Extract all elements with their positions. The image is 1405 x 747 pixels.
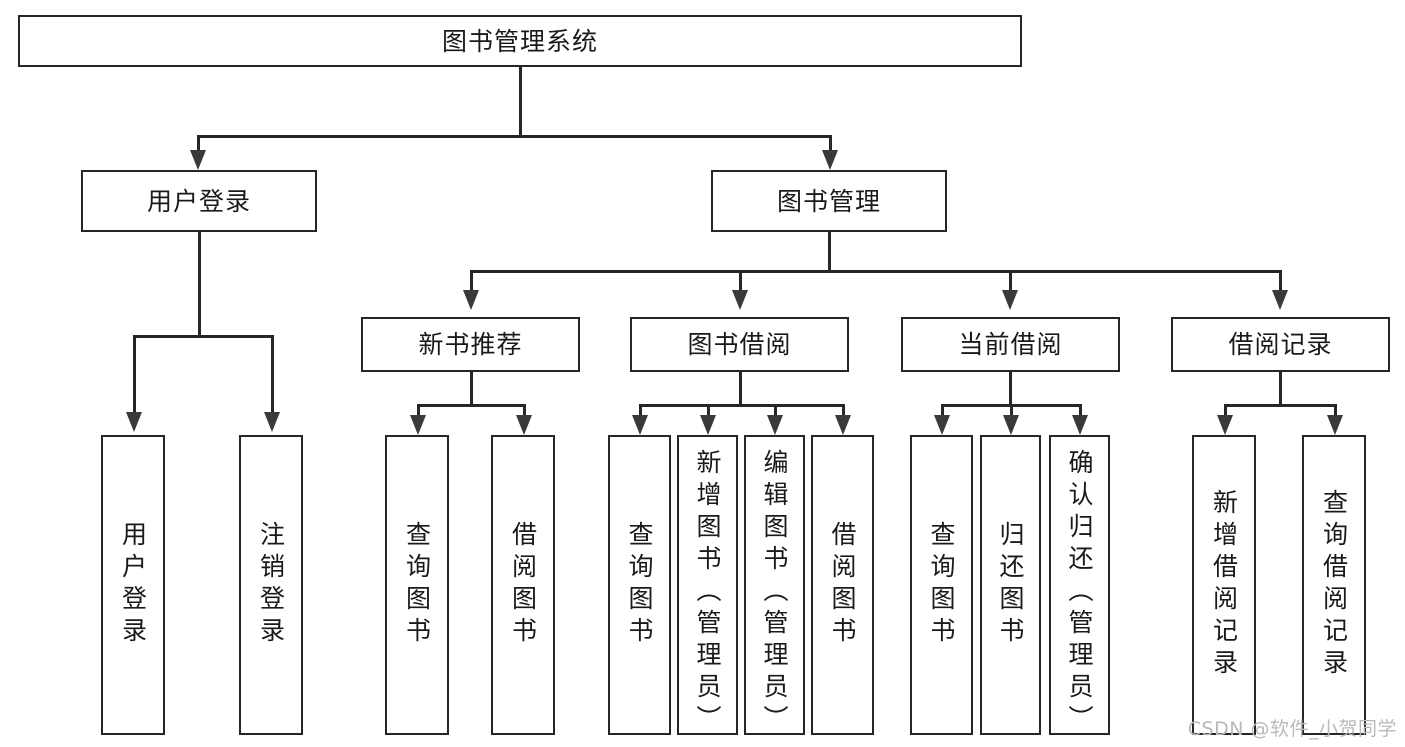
node-leaf-return-book[interactable]: 归还图书 xyxy=(980,435,1041,735)
node-label: 借阅图书 xyxy=(828,521,857,649)
connector-book-manage-to-book-borrow xyxy=(739,270,742,292)
connector-book-manage-bus xyxy=(470,270,1282,273)
arrowhead-root-to-user-login xyxy=(190,150,206,170)
arrowhead-current-borrow-to-leaf-2 xyxy=(1003,415,1019,435)
node-leaf-borrow-book[interactable]: 借阅图书 xyxy=(811,435,874,735)
node-label: 图书管理 xyxy=(776,186,881,216)
node-leaf-query-book-borrow[interactable]: 查询图书 xyxy=(608,435,671,735)
node-label: 图书借阅 xyxy=(687,330,792,359)
node-leaf-add-borrow-record[interactable]: 新增借阅记录 xyxy=(1192,435,1256,735)
arrowhead-user-login-to-leaf-1 xyxy=(126,412,142,432)
node-label: 编辑图书（管理员） xyxy=(760,449,789,737)
node-current-borrow[interactable]: 当前借阅 xyxy=(901,317,1120,372)
node-leaf-add-book[interactable]: 新增图书（管理员） xyxy=(677,435,738,737)
node-label: 确认归还（管理员） xyxy=(1065,449,1094,737)
connector-book-borrow-to-leaf-4 xyxy=(842,404,845,418)
node-leaf-user-login[interactable]: 用户登录 xyxy=(101,435,165,735)
node-leaf-confirm-return[interactable]: 确认归还（管理员） xyxy=(1049,435,1110,737)
arrowhead-user-login-to-leaf-2 xyxy=(264,412,280,432)
node-book-borrow[interactable]: 图书借阅 xyxy=(630,317,849,372)
connector-book-manage-to-current-borrow xyxy=(1009,270,1012,292)
arrowhead-root-to-book-manage xyxy=(822,150,838,170)
node-label: 借阅记录 xyxy=(1228,330,1333,359)
node-label: 查询借阅记录 xyxy=(1319,489,1349,681)
connector-book-borrow-to-leaf-1 xyxy=(639,404,642,418)
node-label: 借阅图书 xyxy=(508,521,538,649)
node-label: 新增借阅记录 xyxy=(1209,489,1239,681)
arrowhead-book-manage-to-current-borrow xyxy=(1002,290,1018,310)
connector-root-to-book-manage xyxy=(829,135,832,153)
connector-book-borrow-bus xyxy=(639,404,844,407)
node-root-book-management-system[interactable]: 图书管理系统 xyxy=(18,15,1022,67)
node-label: 用户登录 xyxy=(118,521,148,649)
node-label: 归还图书 xyxy=(996,521,1025,649)
connector-current-borrow-to-leaf-1 xyxy=(941,404,944,418)
connector-current-borrow-to-leaf-2 xyxy=(1010,404,1013,418)
node-leaf-logout-login[interactable]: 注销登录 xyxy=(239,435,303,735)
connector-user-login-to-leaf-2 xyxy=(271,335,274,415)
connector-borrow-record-to-leaf-1 xyxy=(1224,404,1227,418)
connector-new-book-to-leaf-2 xyxy=(523,404,526,418)
node-leaf-query-book-recommend[interactable]: 查询图书 xyxy=(385,435,449,735)
arrowhead-borrow-record-to-leaf-1 xyxy=(1217,415,1233,435)
connector-book-manage-to-new-book xyxy=(470,270,473,292)
node-leaf-edit-book[interactable]: 编辑图书（管理员） xyxy=(744,435,805,737)
arrowhead-new-book-to-leaf-1 xyxy=(410,415,426,435)
connector-user-login-bus xyxy=(133,335,273,338)
node-label: 新增图书（管理员） xyxy=(693,449,722,737)
connector-book-manage-to-borrow-record xyxy=(1279,270,1282,292)
arrowhead-book-borrow-to-leaf-2 xyxy=(700,415,716,435)
arrowhead-book-manage-to-borrow-record xyxy=(1272,290,1288,310)
arrowhead-book-borrow-to-leaf-3 xyxy=(767,415,783,435)
connector-book-borrow-to-leaf-2 xyxy=(707,404,710,418)
connector-borrow-record-stem xyxy=(1279,372,1282,406)
connector-current-borrow-stem xyxy=(1009,372,1012,406)
node-label: 查询图书 xyxy=(625,521,654,649)
node-label: 新书推荐 xyxy=(418,330,523,359)
node-label: 注销登录 xyxy=(256,521,286,649)
connector-book-manage-stem xyxy=(828,232,831,272)
connector-root-to-user-login xyxy=(197,135,200,153)
node-leaf-query-borrow-record[interactable]: 查询借阅记录 xyxy=(1302,435,1366,735)
node-label: 图书管理系统 xyxy=(441,26,598,56)
connector-root-stem xyxy=(519,67,522,137)
connector-root-bus xyxy=(197,135,831,138)
connector-user-login-stem xyxy=(198,232,201,337)
connector-book-borrow-stem xyxy=(739,372,742,406)
node-borrow-record[interactable]: 借阅记录 xyxy=(1171,317,1390,372)
node-leaf-query-book-current[interactable]: 查询图书 xyxy=(910,435,973,735)
connector-new-book-stem xyxy=(470,372,473,406)
connector-current-borrow-to-leaf-3 xyxy=(1079,404,1082,418)
arrowhead-book-borrow-to-leaf-4 xyxy=(835,415,851,435)
connector-new-book-bus xyxy=(417,404,525,407)
connector-book-borrow-to-leaf-3 xyxy=(774,404,777,418)
arrowhead-current-borrow-to-leaf-3 xyxy=(1072,415,1088,435)
node-label: 查询图书 xyxy=(402,521,432,649)
connector-borrow-record-to-leaf-2 xyxy=(1334,404,1337,418)
node-label: 查询图书 xyxy=(927,521,956,649)
arrowhead-book-borrow-to-leaf-1 xyxy=(632,415,648,435)
node-label: 用户登录 xyxy=(146,186,251,216)
connector-user-login-to-leaf-1 xyxy=(133,335,136,415)
node-label: 当前借阅 xyxy=(958,330,1063,359)
arrowhead-new-book-to-leaf-2 xyxy=(516,415,532,435)
arrowhead-borrow-record-to-leaf-2 xyxy=(1327,415,1343,435)
arrowhead-book-manage-to-book-borrow xyxy=(732,290,748,310)
connector-borrow-record-bus xyxy=(1224,404,1336,407)
node-leaf-borrow-book-recommend[interactable]: 借阅图书 xyxy=(491,435,555,735)
node-new-book-recommend[interactable]: 新书推荐 xyxy=(361,317,580,372)
arrowhead-current-borrow-to-leaf-1 xyxy=(934,415,950,435)
connector-new-book-to-leaf-1 xyxy=(417,404,420,418)
node-book-management[interactable]: 图书管理 xyxy=(711,170,947,232)
arrowhead-book-manage-to-new-book xyxy=(463,290,479,310)
node-user-login[interactable]: 用户登录 xyxy=(81,170,317,232)
